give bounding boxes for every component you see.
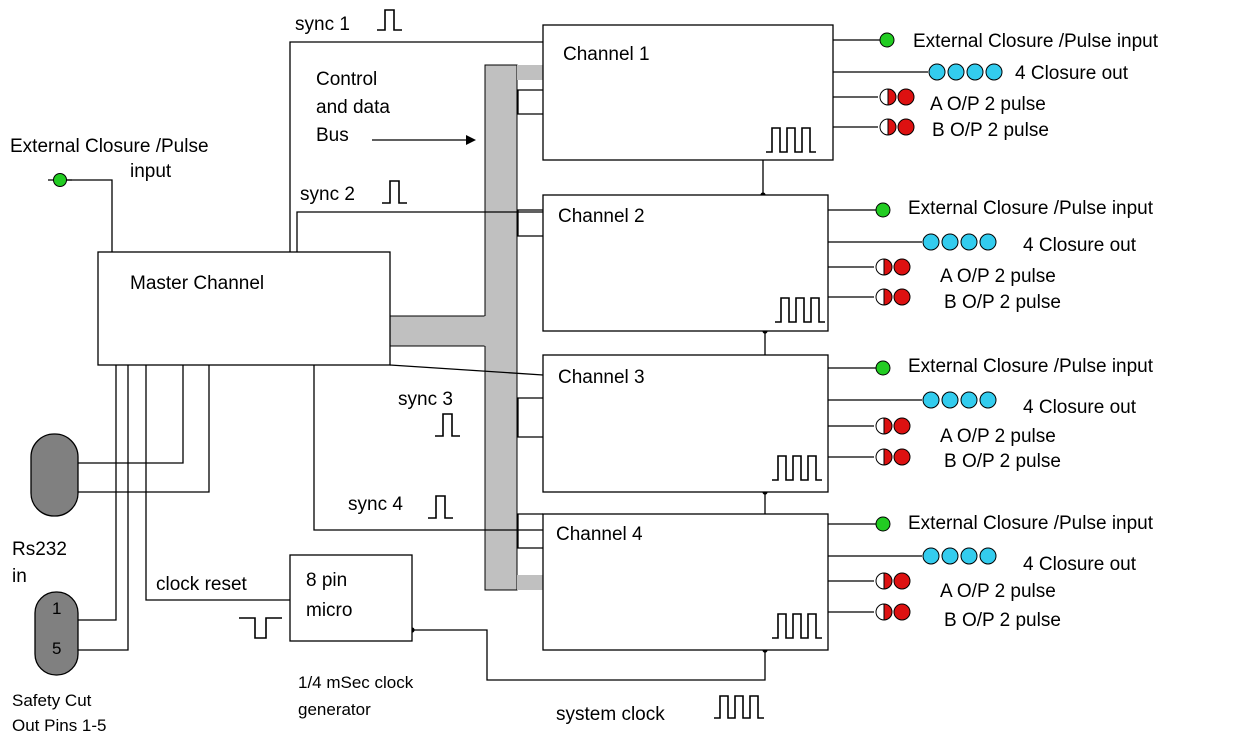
rs232-wires bbox=[78, 365, 210, 493]
sync-1-pulse bbox=[377, 9, 402, 31]
sync-4: sync 4 bbox=[348, 494, 453, 519]
master-channel: Master Channel bbox=[97, 251, 391, 366]
sync-4-pulse bbox=[428, 495, 453, 519]
channel-1-b-out-label: B O/P 2 pulse bbox=[932, 120, 1049, 141]
rs232-label-1: Rs232 bbox=[12, 539, 67, 560]
channel-2-ext-input-label: External Closure /Pulse input bbox=[908, 198, 1154, 219]
channel-4-a-out-label: A O/P 2 pulse bbox=[940, 581, 1056, 602]
channel-3-input-connector bbox=[875, 360, 891, 376]
channel-3-outputs: External Closure /Pulse input 4 Closure … bbox=[828, 356, 1154, 472]
sync-3-pulse bbox=[435, 413, 460, 437]
channel-4-title: Channel 4 bbox=[556, 524, 643, 545]
safety-label-2: Out Pins 1-5 bbox=[12, 716, 107, 735]
channel-3-clock-icon bbox=[772, 455, 822, 481]
micro-label-1: 8 pin bbox=[306, 570, 347, 591]
sync-label-2: sync 2 bbox=[300, 184, 355, 205]
clock-reset-label: clock reset bbox=[156, 574, 248, 595]
sync-wires bbox=[289, 41, 544, 531]
master-input-label-1: External Closure /Pulse bbox=[10, 136, 209, 157]
control-data-bus bbox=[389, 64, 543, 591]
master-input-wire bbox=[60, 179, 113, 252]
channel-1-outputs: External Closure /Pulse input 4 Closure … bbox=[833, 31, 1159, 141]
channel-2-closure-out-label: 4 Closure out bbox=[1023, 235, 1137, 256]
bus-label-3: Bus bbox=[316, 125, 349, 146]
bus-taps bbox=[517, 89, 543, 549]
channel-1-a-out-label: A O/P 2 pulse bbox=[930, 94, 1046, 115]
channel-2-input-connector bbox=[875, 202, 891, 218]
sync-1: sync 1 bbox=[295, 9, 402, 35]
channel-4-closure-out-label: 4 Closure out bbox=[1023, 554, 1137, 575]
clock-reset-wire bbox=[145, 365, 290, 601]
safety-label-1: Safety Cut bbox=[12, 691, 92, 710]
rs232-connector bbox=[30, 433, 79, 517]
bus-label: Control and data Bus bbox=[316, 69, 476, 146]
rs232-label-2: in bbox=[12, 566, 27, 587]
sync-3: sync 3 bbox=[398, 389, 460, 437]
channel-1-input-connector bbox=[879, 32, 895, 48]
sync-label-1: sync 1 bbox=[295, 14, 350, 35]
master-channel-label: Master Channel bbox=[130, 273, 264, 294]
channel-1: Channel 1 bbox=[542, 24, 834, 161]
channel-4-b-out-label: B O/P 2 pulse bbox=[944, 610, 1061, 631]
channel-2-a-out-label: A O/P 2 pulse bbox=[940, 266, 1056, 287]
channel-3-title: Channel 3 bbox=[558, 367, 645, 388]
channel-2-title: Channel 2 bbox=[558, 206, 645, 227]
bus-label-2: and data bbox=[316, 97, 390, 118]
channel-4-input-connector bbox=[875, 516, 891, 532]
master-input-label-2: input bbox=[130, 161, 172, 182]
safety-pin-1: 1 bbox=[52, 599, 61, 618]
clock-generator-label-2: generator bbox=[298, 700, 371, 719]
channel-2-b-out-label: B O/P 2 pulse bbox=[944, 292, 1061, 313]
sync-2: sync 2 bbox=[300, 180, 407, 205]
channel-4-ext-input-label: External Closure /Pulse input bbox=[908, 513, 1154, 534]
bus-label-1: Control bbox=[316, 69, 377, 90]
system-clock-label: system clock bbox=[556, 704, 665, 725]
channel-2: Channel 2 bbox=[542, 194, 829, 332]
micro-label-2: micro bbox=[306, 600, 352, 621]
master-input: External Closure /Pulse input bbox=[10, 136, 209, 187]
channel-3: Channel 3 bbox=[542, 354, 829, 493]
channel-1-closure-out-label: 4 Closure out bbox=[1015, 63, 1129, 84]
channel-4: Channel 4 bbox=[542, 513, 829, 651]
channel-1-ext-input-label: External Closure /Pulse input bbox=[913, 31, 1159, 52]
channel-3-ext-input-label: External Closure /Pulse input bbox=[908, 356, 1154, 377]
channel-3-closure-out-label: 4 Closure out bbox=[1023, 397, 1137, 418]
channel-4-clock-icon bbox=[772, 613, 822, 639]
system-clock-wire bbox=[412, 629, 766, 681]
safety-pin-5: 5 bbox=[52, 639, 61, 658]
channel-3-b-out-label: B O/P 2 pulse bbox=[944, 451, 1061, 472]
micro-8pin: 8 pin micro bbox=[289, 554, 413, 642]
clock-generator-label-1: 1/4 mSec clock bbox=[298, 673, 414, 692]
master-input-connector bbox=[53, 173, 67, 187]
sync-label-3: sync 3 bbox=[398, 389, 453, 410]
sync-2-pulse bbox=[382, 180, 407, 204]
system-clock-pulse bbox=[714, 695, 764, 719]
channel-1-title: Channel 1 bbox=[563, 44, 650, 65]
sync-label-4: sync 4 bbox=[348, 494, 403, 515]
channel-4-outputs: External Closure /Pulse input 4 Closure … bbox=[828, 513, 1154, 631]
channel-2-clock-icon bbox=[775, 297, 825, 323]
safety-wires bbox=[78, 365, 129, 651]
channel-2-outputs: External Closure /Pulse input 4 Closure … bbox=[828, 198, 1154, 313]
bus-arrow-head bbox=[466, 135, 476, 145]
channel-3-a-out-label: A O/P 2 pulse bbox=[940, 426, 1056, 447]
channel-1-clock-icon bbox=[766, 127, 816, 153]
safety-connector: 1 5 bbox=[34, 591, 79, 676]
clock-reset-pulse bbox=[239, 617, 282, 639]
